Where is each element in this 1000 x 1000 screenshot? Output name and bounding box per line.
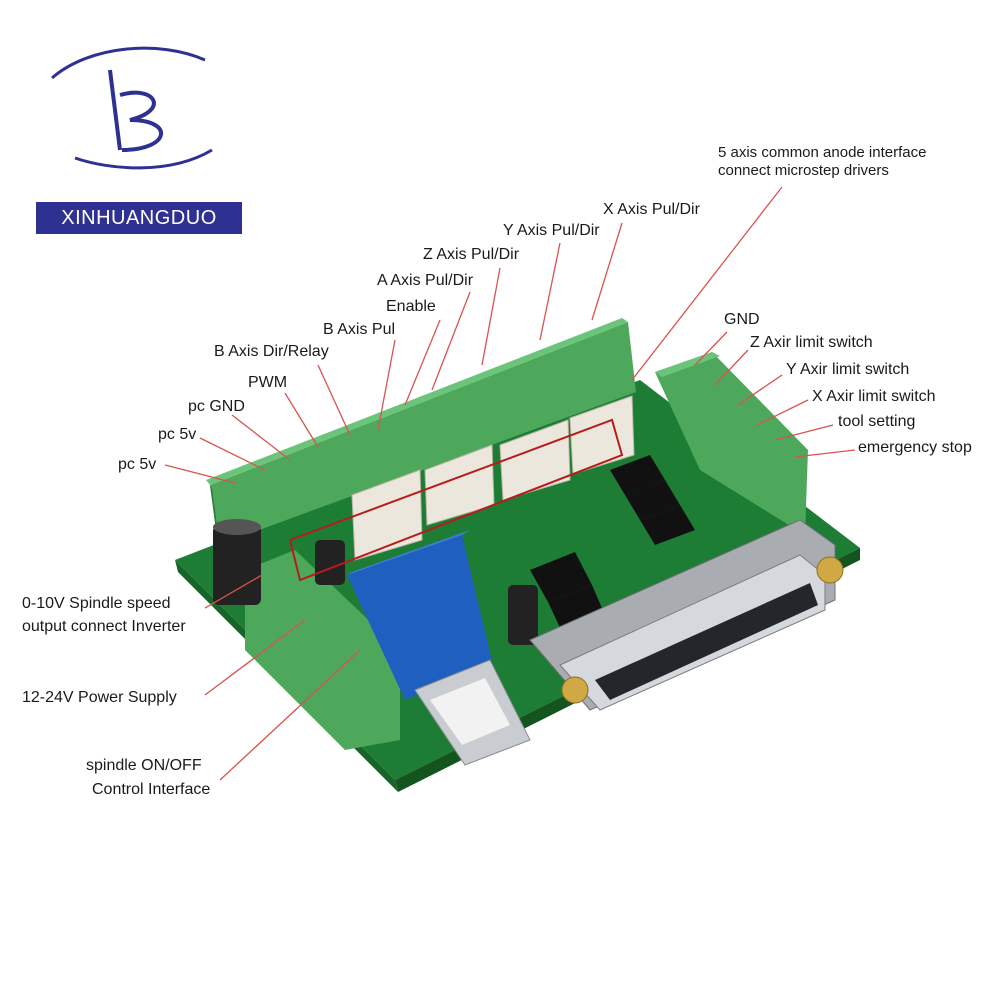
label-y-limit: Y Axir limit switch: [786, 361, 910, 378]
power-terminal-block: [245, 550, 400, 750]
label-a-axis: A Axis Pul/Dir: [377, 272, 474, 289]
label-spindle-onoff-line1: spindle ON/OFF: [86, 757, 202, 774]
label-common-anode-line2: connect microstep drivers: [718, 162, 889, 179]
brand-name-badge: XINHUANGDUO: [36, 202, 242, 234]
label-spindle-speed-line1: 0-10V Spindle speed: [22, 595, 171, 612]
usb-port: [414, 659, 531, 766]
capacitors: [213, 519, 538, 645]
label-enable: Enable: [386, 298, 436, 315]
limit-terminal-block: [655, 352, 808, 535]
label-emergency-stop: emergency stop: [858, 439, 972, 456]
db25-connector: [529, 519, 844, 711]
label-pc-5v-1: pc 5v: [158, 426, 197, 443]
label-pc-gnd: pc GND: [188, 398, 245, 415]
label-common-anode-line1: 5 axis common anode interface: [718, 144, 927, 161]
brand-name: XINHUANGDUO: [61, 206, 217, 229]
brand-logo-icon: [51, 46, 213, 170]
label-spindle-onoff-line2: Control Interface: [92, 781, 211, 798]
label-spindle-speed-line2: output connect Inverter: [22, 618, 186, 635]
leader-lines: [164, 186, 856, 781]
driver-connectors: [351, 395, 635, 561]
label-pc-5v-2: pc 5v: [118, 456, 157, 473]
label-z-axis: Z Axis Pul/Dir: [423, 246, 520, 263]
label-power-supply: 12-24V Power Supply: [22, 689, 177, 706]
label-gnd: GND: [724, 311, 760, 328]
label-x-limit: X Axir limit switch: [812, 388, 936, 405]
label-y-axis: Y Axis Pul/Dir: [503, 222, 600, 239]
label-pwm: PWM: [248, 374, 288, 391]
label-b-axis-pul: B Axis Pul: [323, 321, 396, 338]
label-b-axis-dir: B Axis Dir/Relay: [214, 343, 329, 360]
label-x-axis: X Axis Pul/Dir: [603, 201, 700, 218]
ic-chips: [530, 455, 695, 632]
label-tool-setting: tool setting: [838, 413, 916, 430]
relay: [347, 530, 493, 700]
connector-highlight-box: [288, 418, 624, 582]
label-z-limit: Z Axir limit switch: [750, 334, 873, 351]
